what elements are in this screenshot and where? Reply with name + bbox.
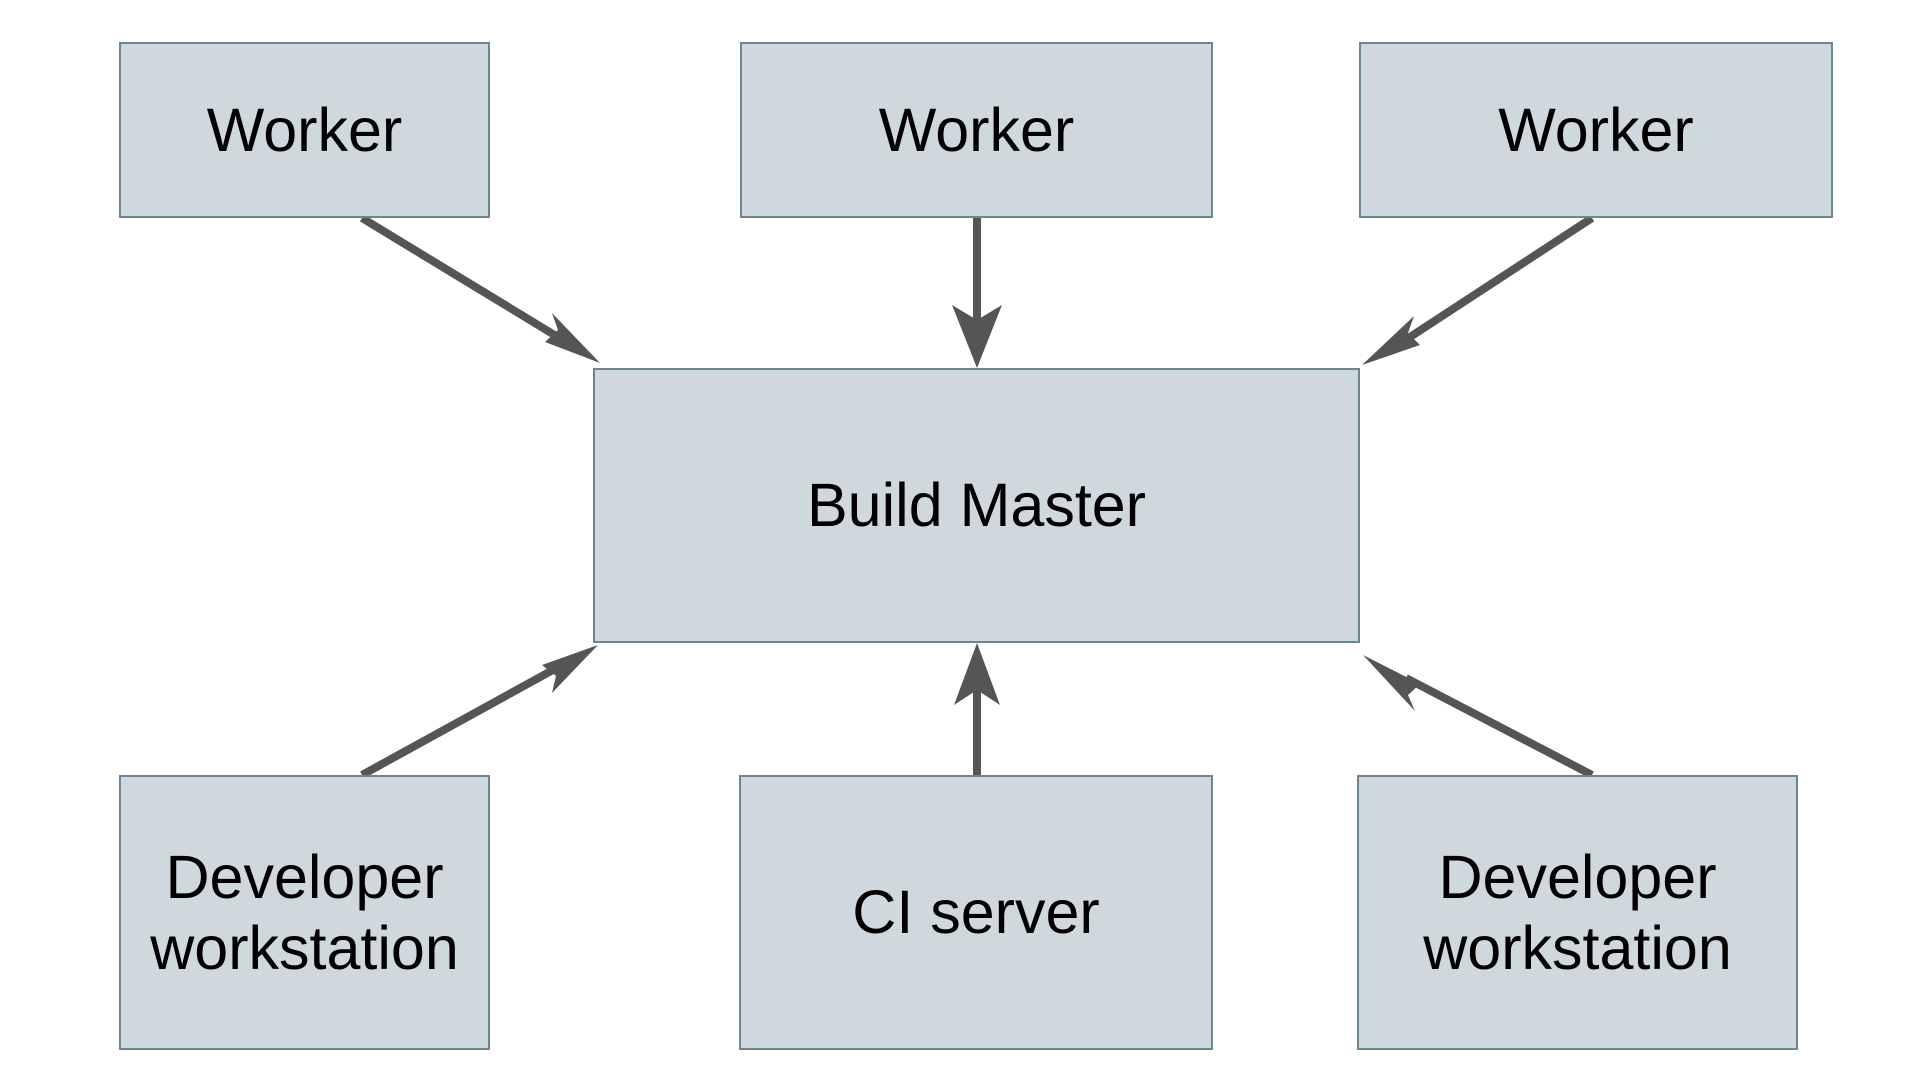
node-worker-2[interactable]: Worker [740,42,1213,218]
node-worker-1-label: Worker [206,95,403,164]
node-build-master-label: Build Master [806,471,1146,540]
node-dev-workstation-left-label: Developer workstation [150,842,459,982]
edge-ci-server-to-build-master [954,643,1000,775]
edge-worker-3-to-build-master [1362,214,1595,365]
node-worker-3[interactable]: Worker [1359,42,1833,218]
node-dev-workstation-left[interactable]: Developer workstation [119,775,490,1050]
node-worker-1[interactable]: Worker [119,42,490,218]
node-worker-3-label: Worker [1498,95,1694,164]
node-ci-server-label: CI server [852,878,1100,947]
edge-worker-2-to-build-master [952,218,1002,368]
node-build-master[interactable]: Build Master [593,368,1360,643]
node-dev-workstation-right[interactable]: Developer workstation [1357,775,1798,1050]
edge-dev-workstation-left-to-build-master [360,645,598,779]
edge-dev-workstation-right-to-build-master [1363,655,1594,779]
node-ci-server[interactable]: CI server [739,775,1213,1050]
node-dev-workstation-right-label: Developer workstation [1423,842,1732,982]
node-worker-2-label: Worker [878,95,1075,164]
edge-worker-1-to-build-master [359,214,600,363]
